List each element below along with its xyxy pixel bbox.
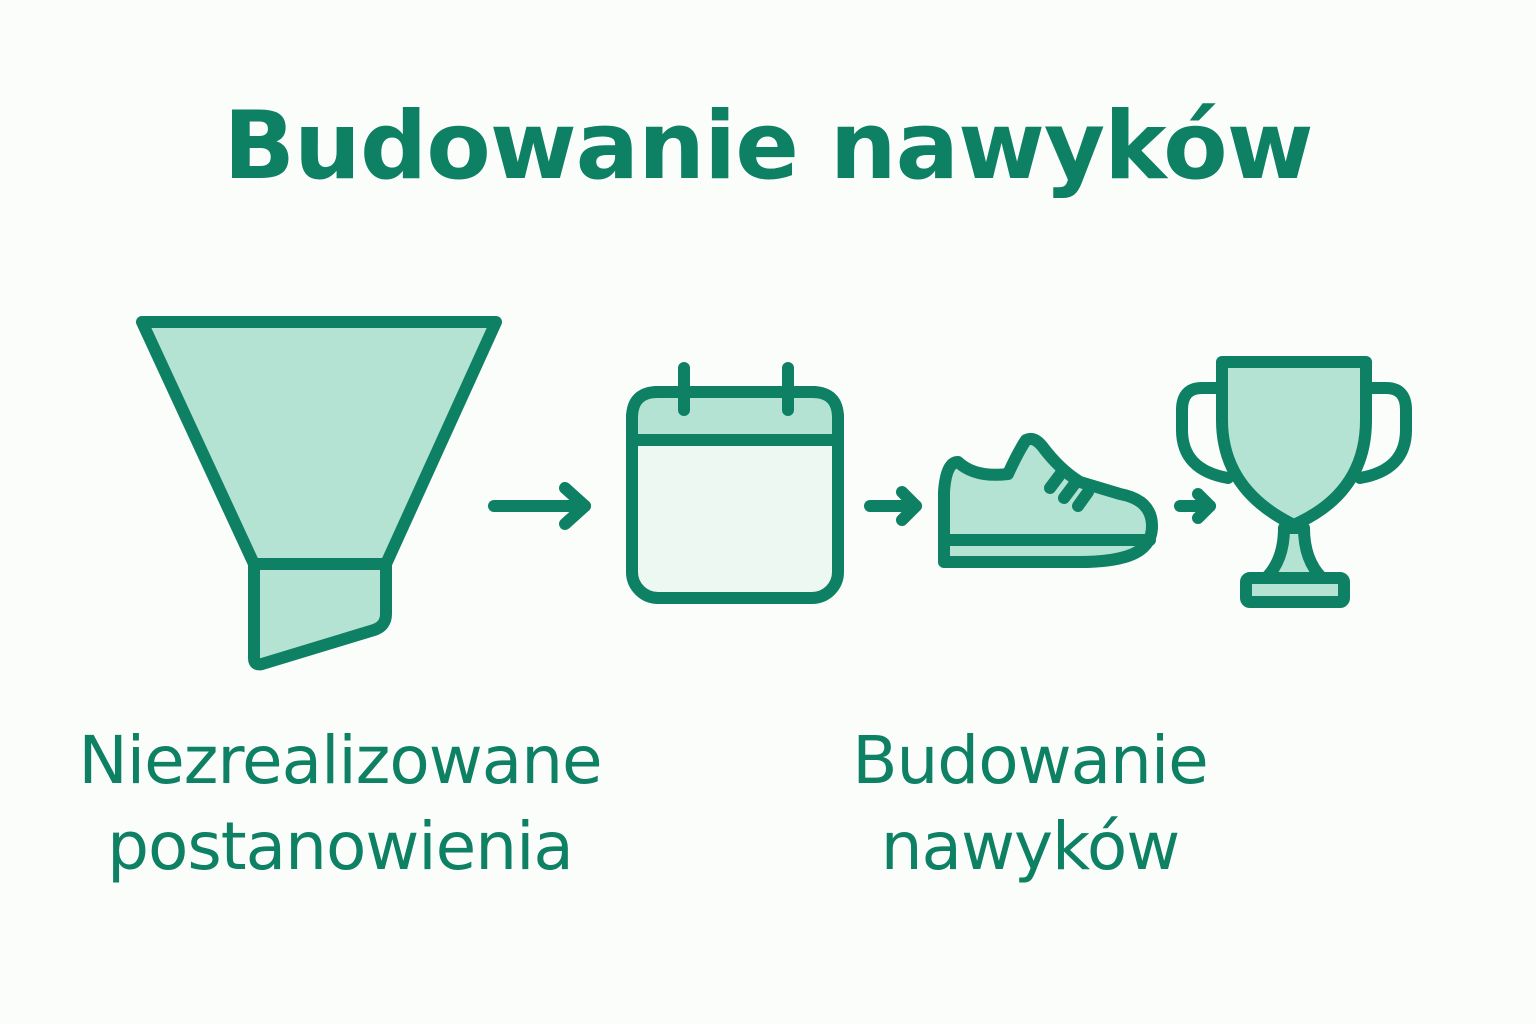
arrow-right-icon	[1174, 488, 1216, 524]
caption-unrealized-resolutions: Niezrealizowane postanowienia	[40, 718, 640, 890]
funnel-icon	[136, 316, 502, 671]
page-title: Budowanie nawyków	[223, 92, 1313, 201]
caption-line: nawyków	[880, 808, 1181, 885]
caption-line: postanowienia	[107, 808, 574, 885]
calendar-icon	[626, 362, 844, 604]
shoe-icon	[938, 432, 1158, 568]
arrow-right-icon	[488, 482, 591, 530]
caption-habit-building: Budowanie nawyków	[780, 718, 1280, 890]
caption-line: Budowanie	[852, 722, 1209, 799]
arrow-right-icon	[864, 486, 922, 526]
trophy-icon	[1176, 356, 1412, 608]
caption-line: Niezrealizowane	[78, 722, 602, 799]
